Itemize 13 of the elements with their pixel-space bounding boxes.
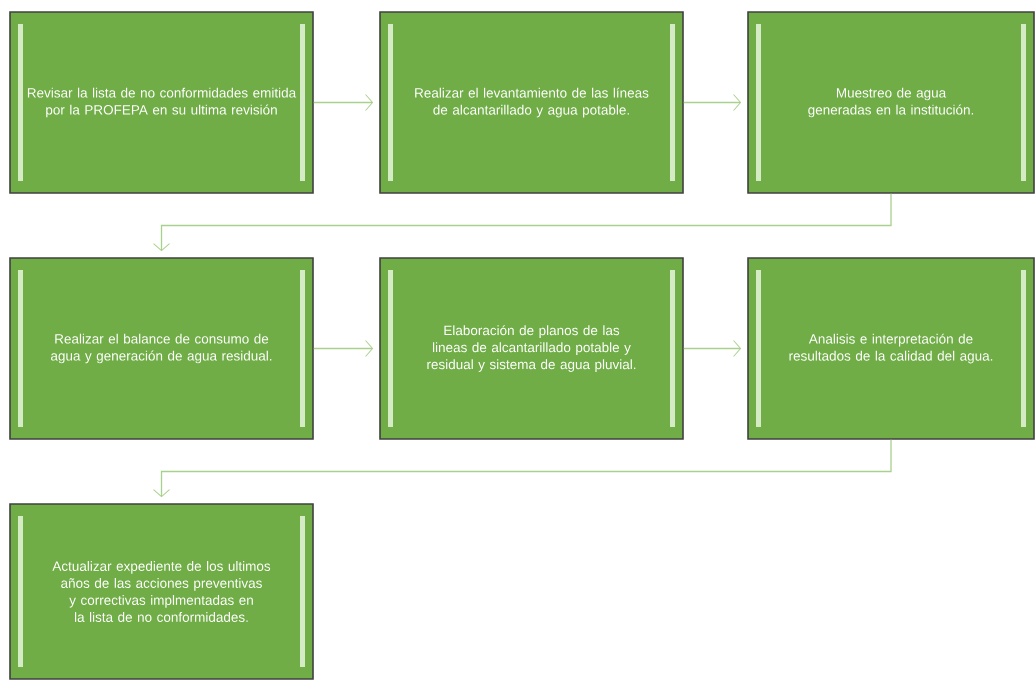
process-box: Actualizar expediente de los ultimos años de las acciones preventivas y correctivas implmentadas en la lista de no conformidades. <box>9 503 314 680</box>
process-box: Revisar la lista de no conformidades emitida por la PROFEPA en su ultima revisión <box>9 11 314 194</box>
arrow <box>153 193 892 252</box>
arrow <box>313 340 374 357</box>
process-box: Realizar el balance de consumo de agua y generación de agua residual. <box>9 257 314 440</box>
process-box: Analisis e interpretación de resultados de la calidad del agua. <box>747 257 1035 440</box>
process-box: Realizar el levantamiento de las líneas de alcantarillado y agua potable. <box>379 11 684 194</box>
process-box: Muestreo de agua generadas en la institución. <box>747 11 1035 194</box>
arrow <box>313 94 374 111</box>
arrow <box>683 340 742 357</box>
arrow <box>683 94 742 111</box>
process-box: Elaboración de planos de las lineas de alcantarillado potable y residual y sistema de agua pluvial. <box>379 257 684 440</box>
arrow <box>153 439 892 498</box>
